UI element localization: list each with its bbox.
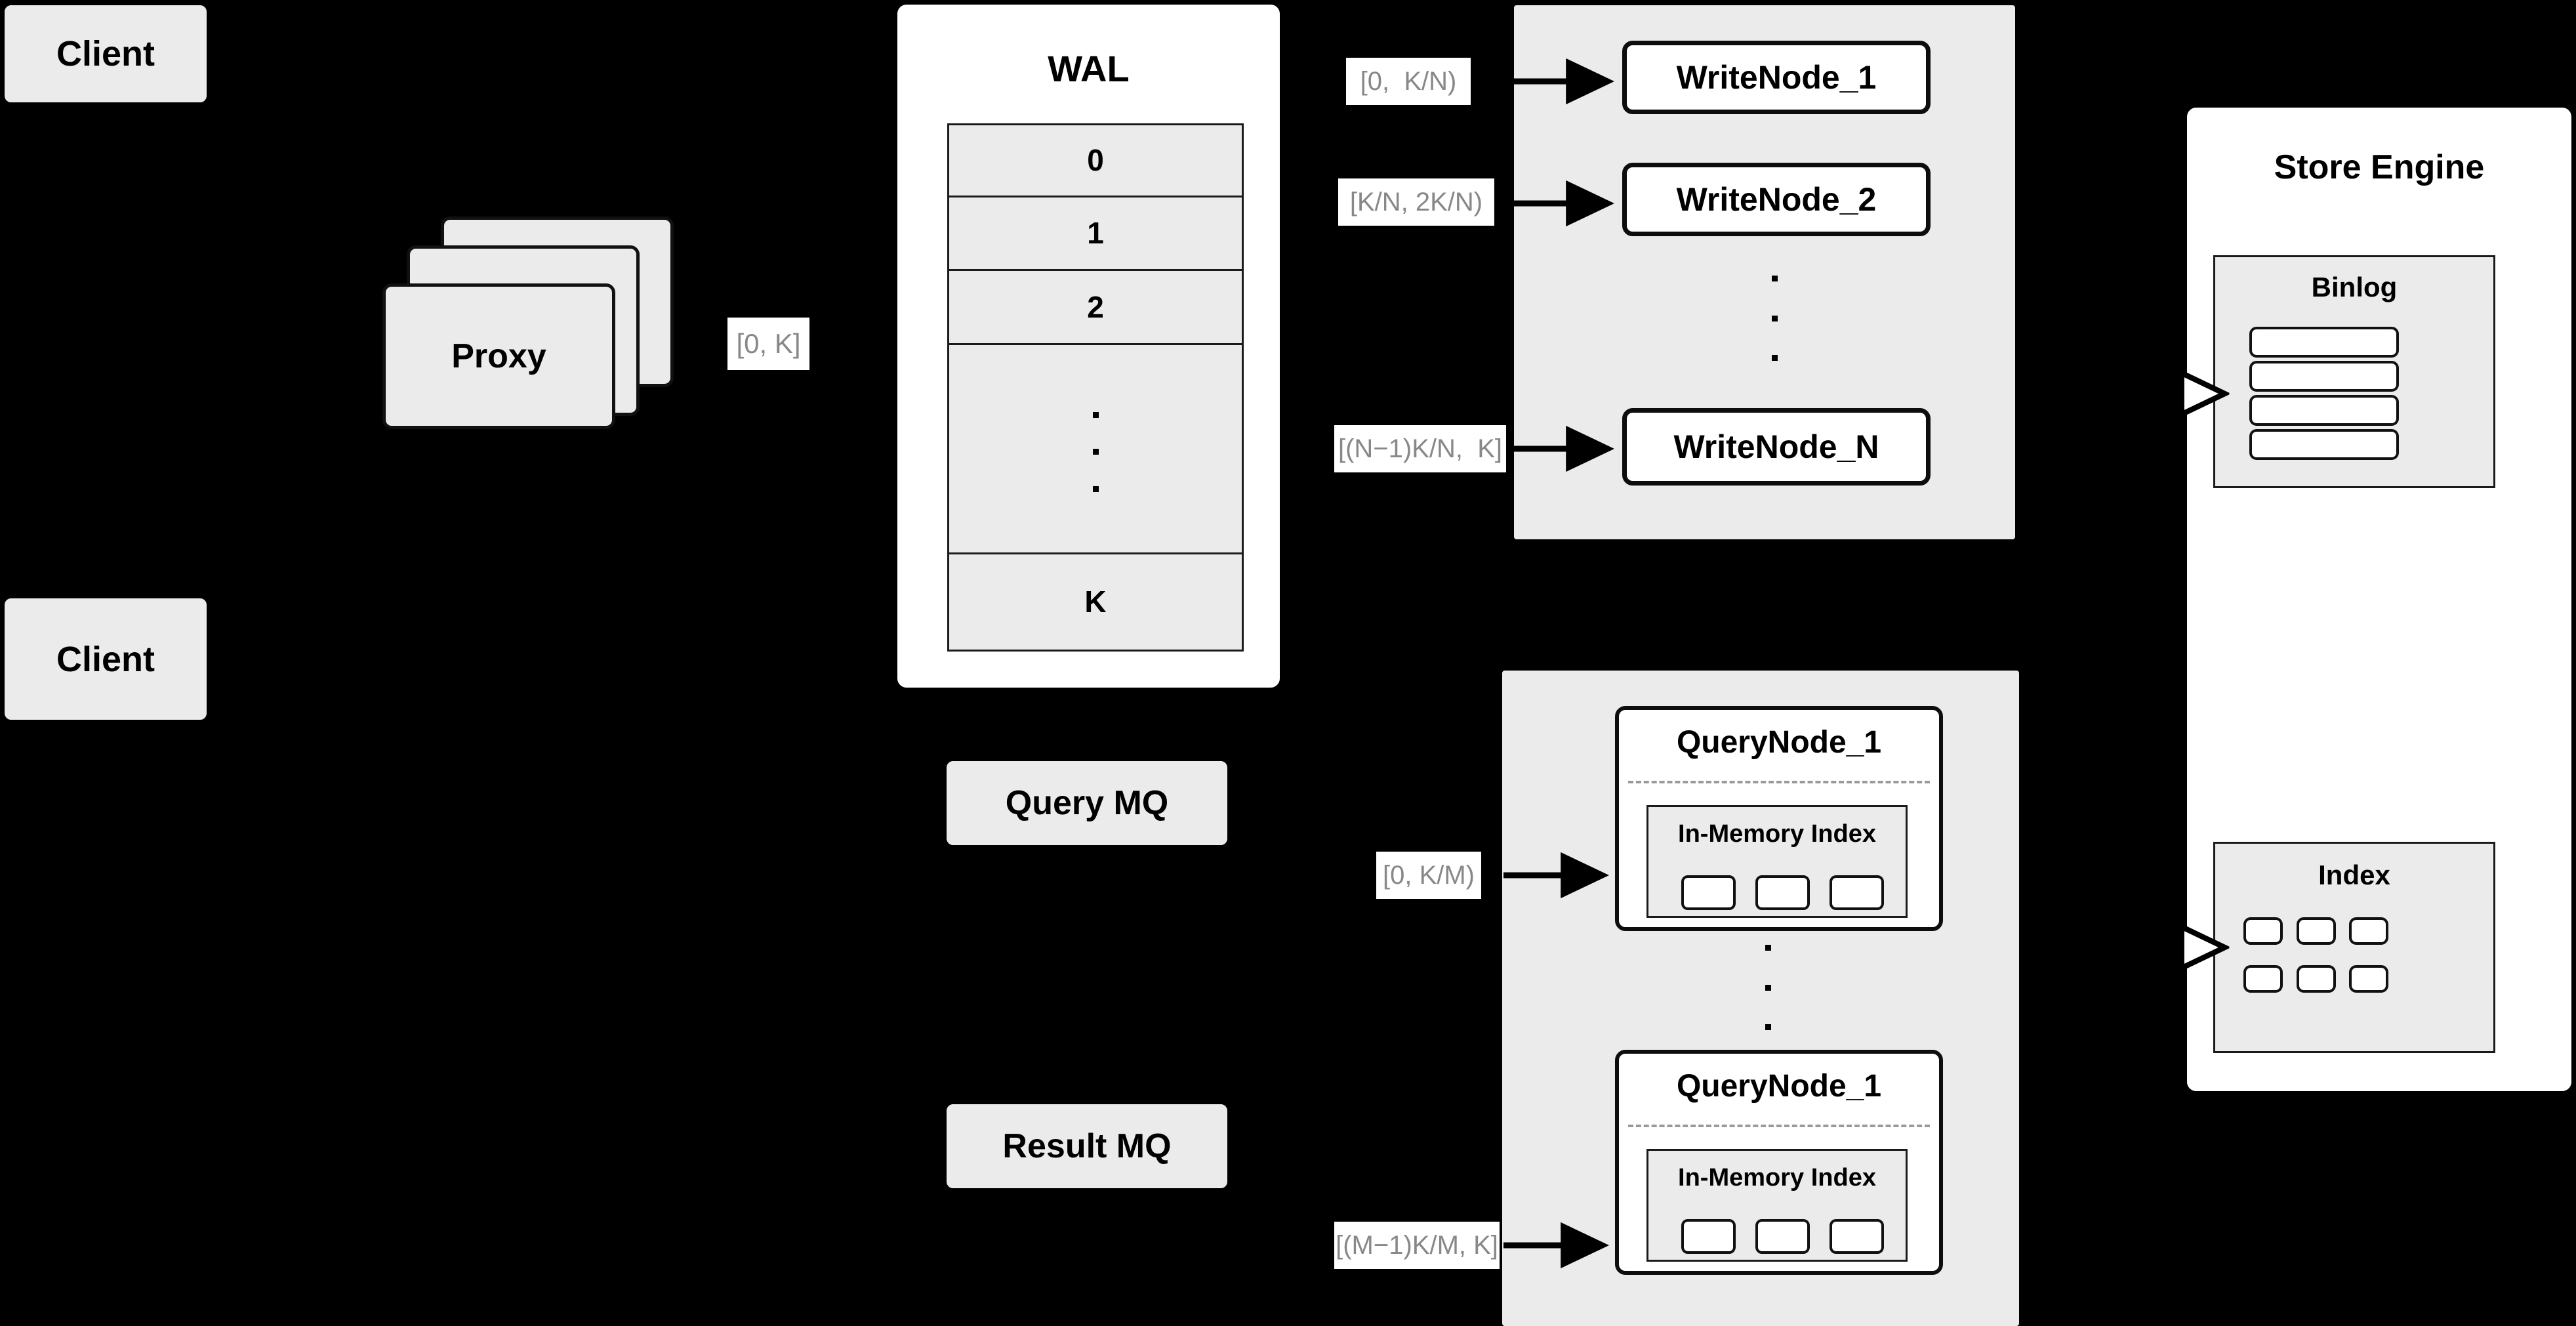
- range-label-write-node-1: [0, K/N): [1346, 58, 1471, 105]
- write-node-1-label: WriteNode_1: [1676, 59, 1877, 96]
- binlog-row-1[interactable]: [2249, 327, 2399, 358]
- store-engine-title: Store Engine: [2274, 148, 2485, 186]
- result-mq-label: Result MQ: [1002, 1127, 1172, 1165]
- index-slot-2[interactable]: [2297, 917, 2336, 945]
- range-label-write-node-n-text: [(N−1)K/N, K]: [1338, 434, 1503, 463]
- index-slot-6[interactable]: [2349, 965, 2388, 993]
- wal-title: WAL: [1048, 48, 1130, 89]
- proxy-label: Proxy: [451, 337, 546, 375]
- write-node-n-label: WriteNode_N: [1673, 428, 1879, 465]
- wal-vertical-ellipsis-icon: [1092, 411, 1099, 492]
- query-node-1-separator: [1628, 781, 1930, 783]
- client-label-2: Client: [56, 639, 155, 679]
- range-label-query-node-1: [0, K/M): [1376, 852, 1481, 899]
- query-node-1-index-slot-1[interactable]: [1681, 875, 1736, 910]
- index-title: Index: [2318, 860, 2390, 890]
- range-label-query-node-m-text: [(M−1)K/M, K]: [1336, 1230, 1498, 1260]
- range-label-write-node-1-text: [0, K/N): [1360, 66, 1457, 96]
- query-node-vertical-ellipsis-icon: [1765, 945, 1771, 1030]
- query-node-m[interactable]: QueryNode_1 In-Memory Index: [1615, 1050, 1943, 1275]
- index-slot-1[interactable]: [2243, 917, 2283, 945]
- query-node-m-title: QueryNode_1: [1676, 1069, 1882, 1104]
- query-node-m-index-slot-1[interactable]: [1681, 1219, 1736, 1254]
- wal-cell-0[interactable]: 0: [949, 125, 1242, 197]
- wal-cell-2-label: 2: [1087, 289, 1104, 324]
- wal-cell-k[interactable]: K: [949, 554, 1242, 650]
- client-box-2[interactable]: Client: [5, 598, 207, 720]
- query-node-1-index-slot-3[interactable]: [1830, 875, 1884, 910]
- wal-cell-0-label: 0: [1087, 143, 1104, 178]
- write-node-vertical-ellipsis-icon: [1771, 276, 1778, 361]
- query-node-1-inmemory-index: In-Memory Index: [1646, 805, 1908, 918]
- query-mq-box[interactable]: Query MQ: [947, 761, 1227, 845]
- wal-cell-k-label: K: [1084, 585, 1107, 619]
- client-label-1: Client: [56, 34, 155, 73]
- binlog-row-3[interactable]: [2249, 395, 2399, 426]
- query-node-m-index-slot-3[interactable]: [1830, 1219, 1884, 1254]
- wal-cell-ellipsis: [949, 344, 1242, 554]
- query-node-m-inmemory-index-title: In-Memory Index: [1678, 1164, 1876, 1191]
- range-label-query-node-1-text: [0, K/M): [1382, 860, 1475, 890]
- index-group: Index: [2213, 842, 2495, 1053]
- query-node-m-inmemory-index: In-Memory Index: [1646, 1149, 1908, 1262]
- range-label-proxy-to-wal: [0, K]: [727, 318, 809, 370]
- query-node-m-separator: [1628, 1125, 1930, 1127]
- result-mq-box[interactable]: Result MQ: [947, 1104, 1227, 1188]
- range-label-proxy-to-wal-text: [0, K]: [736, 328, 801, 359]
- proxy-box[interactable]: Proxy: [382, 283, 615, 429]
- write-node-2-label: WriteNode_2: [1676, 181, 1877, 218]
- query-node-m-index-slot-2[interactable]: [1755, 1219, 1810, 1254]
- index-slot-4[interactable]: [2243, 965, 2283, 993]
- store-engine-panel: Store Engine Binlog Index: [2187, 108, 2571, 1091]
- query-node-1-inmemory-index-title: In-Memory Index: [1678, 820, 1876, 848]
- binlog-row-4[interactable]: [2249, 429, 2399, 460]
- range-label-write-node-n: [(N−1)K/N, K]: [1334, 425, 1506, 472]
- write-node-1[interactable]: WriteNode_1: [1622, 41, 1931, 114]
- wal-cell-1-label: 1: [1087, 216, 1104, 251]
- range-label-write-node-2-text: [K/N, 2K/N): [1349, 187, 1483, 217]
- binlog-group: Binlog: [2213, 255, 2495, 488]
- client-box-1[interactable]: Client: [5, 5, 207, 102]
- wal-panel: WAL 0 1 2 K: [897, 5, 1280, 688]
- range-label-query-node-m: [(M−1)K/M, K]: [1334, 1222, 1500, 1269]
- index-slot-5[interactable]: [2297, 965, 2336, 993]
- query-node-1[interactable]: QueryNode_1 In-Memory Index: [1615, 706, 1943, 931]
- query-node-1-title: QueryNode_1: [1676, 725, 1882, 760]
- index-slot-3[interactable]: [2349, 917, 2388, 945]
- wal-cell-1[interactable]: 1: [949, 197, 1242, 272]
- binlog-row-2[interactable]: [2249, 361, 2399, 392]
- query-mq-label: Query MQ: [1005, 784, 1169, 822]
- binlog-title: Binlog: [2311, 272, 2398, 302]
- query-node-1-index-slot-2[interactable]: [1755, 875, 1810, 910]
- range-label-write-node-2: [K/N, 2K/N): [1338, 178, 1494, 226]
- wal-table: 0 1 2 K: [947, 123, 1244, 652]
- wal-cell-2[interactable]: 2: [949, 271, 1242, 345]
- write-node-n[interactable]: WriteNode_N: [1622, 408, 1931, 486]
- write-node-2[interactable]: WriteNode_2: [1622, 163, 1931, 236]
